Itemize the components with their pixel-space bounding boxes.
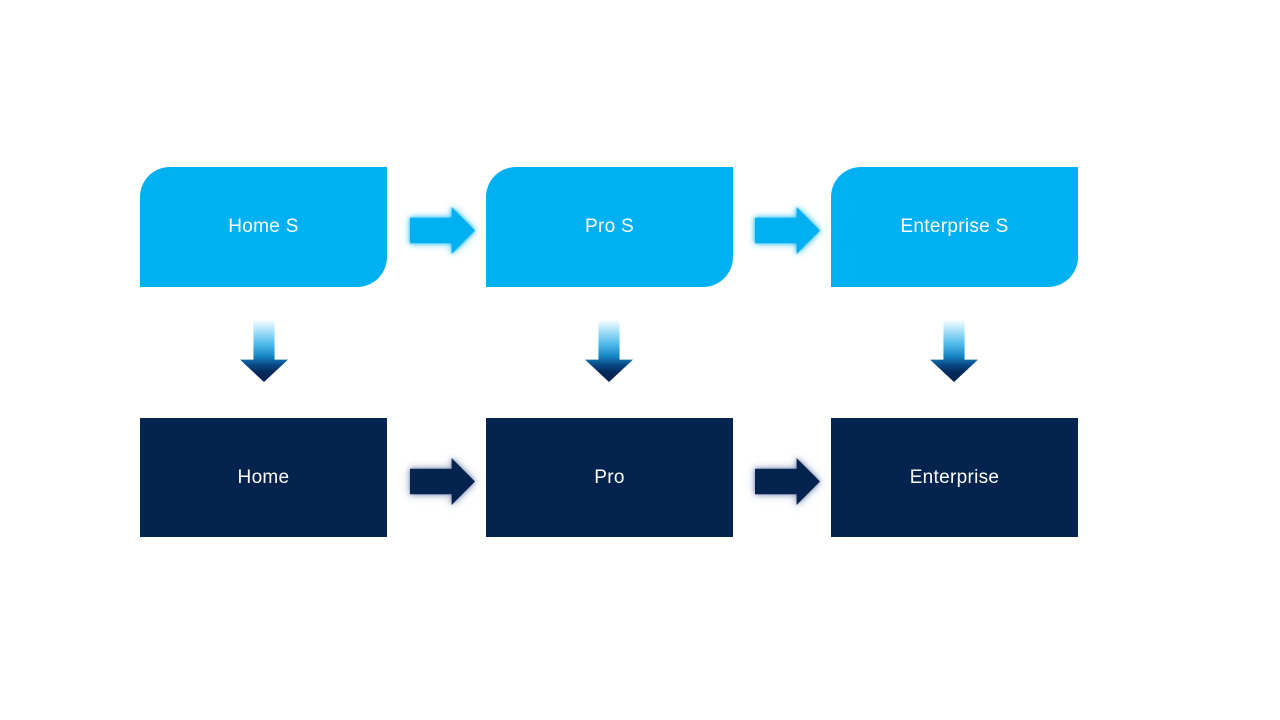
node-pro-label: Pro [594,466,625,488]
node-home: Home [140,418,387,537]
down-arrow-icon [930,320,978,382]
node-pro-s: Pro S [486,167,733,287]
node-enterprise-label: Enterprise [909,466,1000,488]
node-enterprise: Enterprise [831,418,1078,537]
right-arrow-icon [410,458,475,505]
right-arrow-shape [755,458,820,505]
right-arrow-shape [755,207,820,254]
down-arrow-icon [240,320,288,382]
node-enterprise-s-label: Enterprise S [900,216,1009,237]
node-home-label: Home [237,466,290,488]
node-home-s-label: Home S [228,216,299,237]
right-arrow-shape [410,458,475,505]
down-arrow-icon [585,320,633,382]
right-arrow-shape [410,207,475,254]
node-enterprise-s: Enterprise S [831,167,1078,287]
right-arrow-icon [755,458,820,505]
node-pro-s-label: Pro S [584,216,635,237]
node-pro: Pro [486,418,733,537]
node-home-s: Home S [140,167,387,287]
right-arrow-icon [755,207,820,254]
right-arrow-icon [410,207,475,254]
